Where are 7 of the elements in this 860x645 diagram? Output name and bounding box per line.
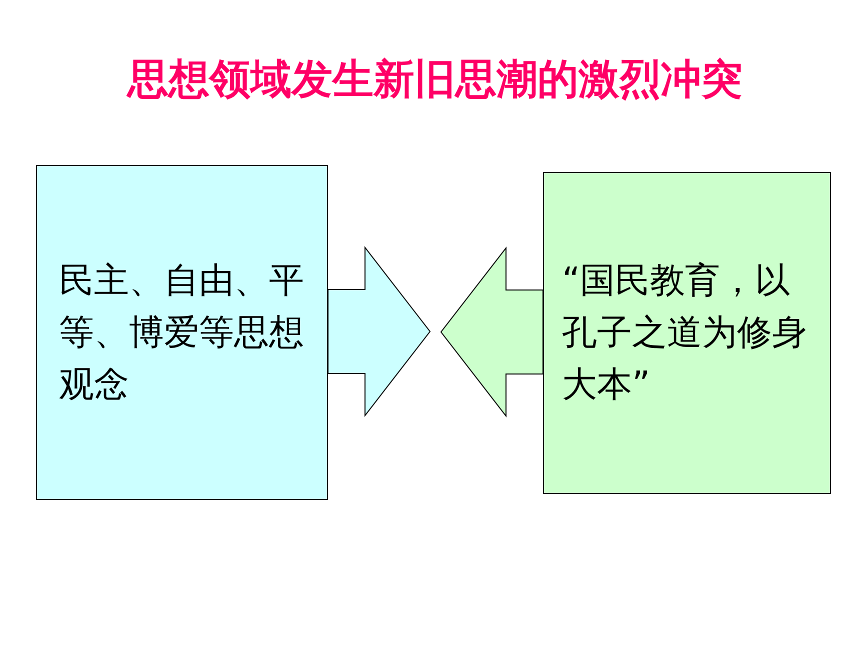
block-arrow bbox=[440, 246, 544, 418]
text-box bbox=[36, 165, 328, 500]
box-text: 民主、自由、平等、博爱等思想观念 bbox=[59, 260, 305, 406]
text-box bbox=[543, 172, 831, 494]
block-arrow bbox=[328, 246, 431, 417]
title: 思想领域发生新旧思潮的激烈冲突 bbox=[125, 54, 744, 105]
box-text: “国民教育，以孔子之道为修身大本” bbox=[562, 260, 808, 407]
